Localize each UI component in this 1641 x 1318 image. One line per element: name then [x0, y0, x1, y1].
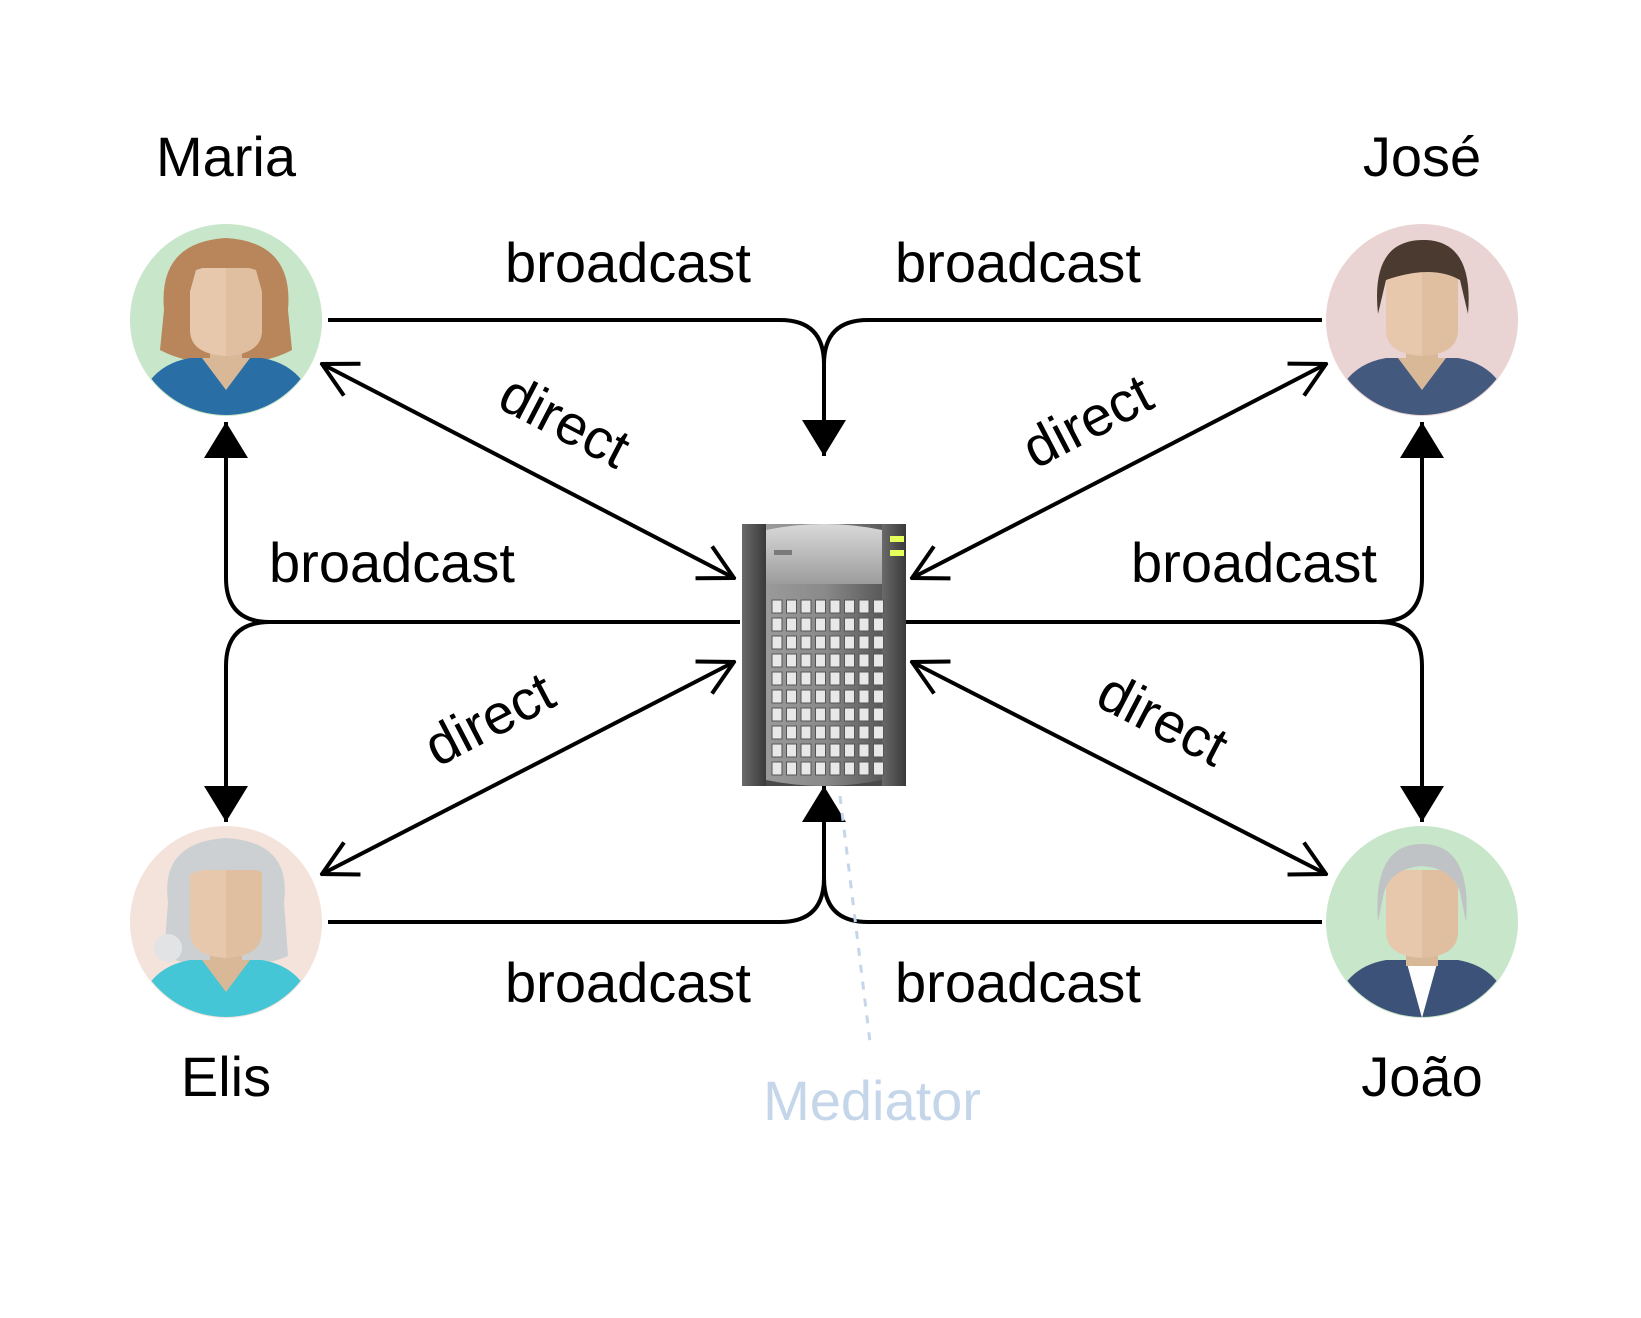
user-name-joao: João	[1361, 1045, 1482, 1108]
mediator-to-jose-broadcast-label: broadcast	[1131, 531, 1377, 594]
mediator-to-joao-broadcast-line	[906, 620, 1444, 822]
maria-direct-line	[322, 364, 734, 578]
user-maria: Maria	[130, 125, 322, 416]
avatar	[130, 224, 322, 416]
user-jose: José	[1326, 125, 1518, 416]
user-name-elis: Elis	[181, 1045, 271, 1108]
user-name-maria: Maria	[156, 125, 297, 188]
joao-broadcast-line	[822, 877, 1322, 924]
elis-direct-line	[322, 662, 734, 874]
connectors	[204, 318, 1444, 1043]
joao-broadcast-label: broadcast	[895, 951, 1141, 1014]
mediator-leader-line	[838, 795, 872, 1043]
server-vent-grid	[771, 599, 884, 776]
avatar	[1326, 826, 1518, 1018]
jose-direct-line	[912, 364, 1326, 578]
maria-broadcast-label: broadcast	[505, 231, 751, 294]
mediator-to-elis-broadcast-line	[204, 620, 740, 822]
joao-direct-line	[912, 662, 1326, 874]
mediator-to-maria-broadcast-label: broadcast	[269, 531, 515, 594]
mediator-label: Mediator	[763, 1069, 981, 1132]
server-icon	[742, 524, 906, 786]
avatar	[130, 826, 322, 1018]
elis-broadcast-line	[328, 786, 846, 924]
jose-broadcast-label: broadcast	[895, 231, 1141, 294]
joao-direct-label: direct	[1088, 659, 1239, 778]
user-elis: Elis	[130, 826, 322, 1108]
user-name-jose: José	[1363, 125, 1481, 188]
avatar	[1326, 224, 1518, 416]
user-joao: João	[1326, 826, 1518, 1108]
elis-broadcast-label: broadcast	[505, 951, 751, 1014]
jose-broadcast-line	[822, 318, 1322, 365]
